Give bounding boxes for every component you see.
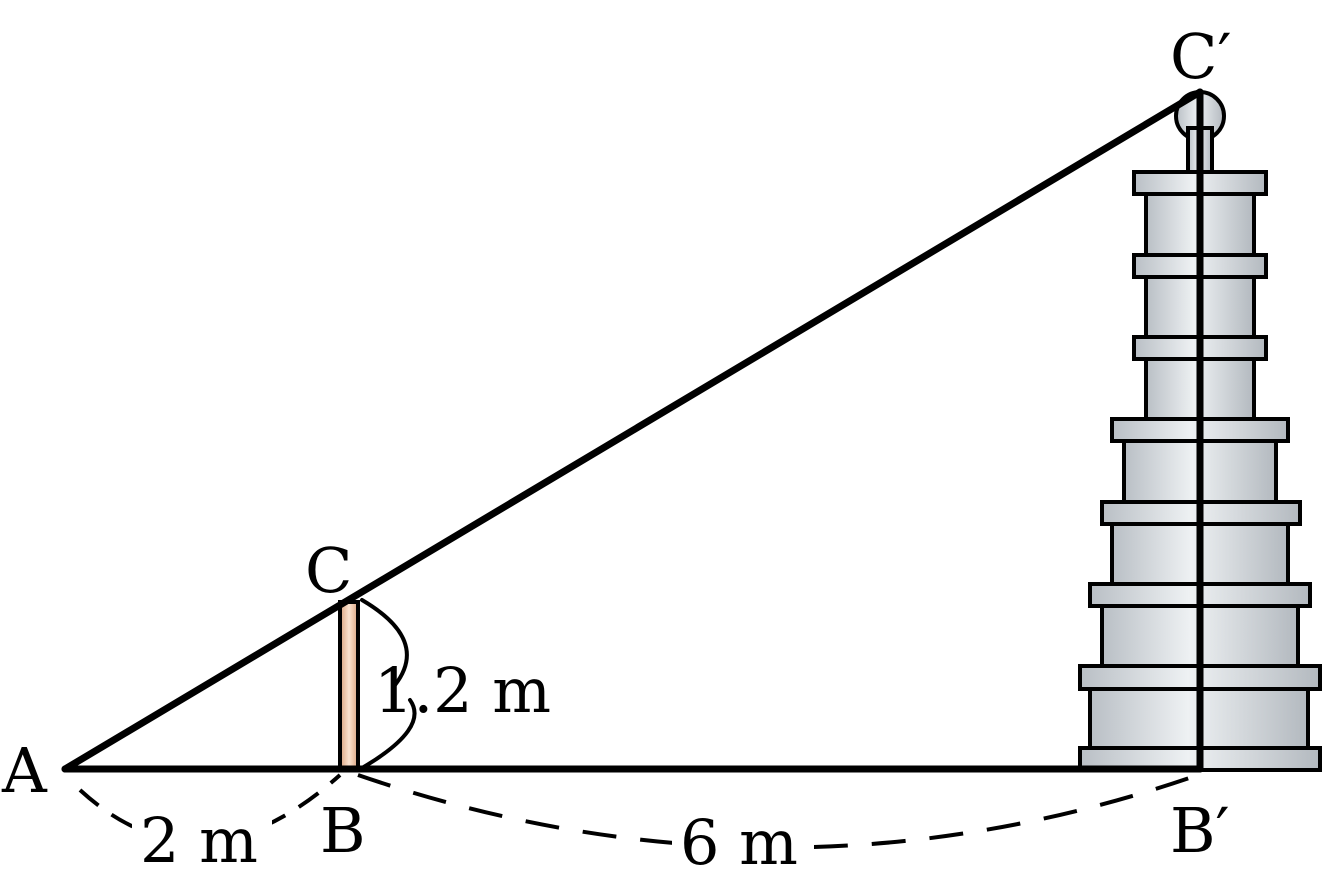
line-a-c-prime: [61, 88, 1204, 773]
label-height-bc: 1.2 m: [374, 654, 551, 727]
label-length-bb-prime: 6 m: [680, 806, 798, 879]
label-point-a: A: [1, 734, 48, 807]
triangle-lines: [61, 88, 1204, 773]
label-point-c-prime: C′: [1170, 20, 1232, 93]
label-point-b: B: [320, 794, 366, 867]
label-length-ab: 2 m: [140, 804, 258, 877]
label-bg-ab: [132, 800, 272, 872]
label-bg-bb-prime: [672, 812, 814, 878]
label-point-c: C: [305, 534, 352, 607]
brace-bc: [360, 598, 417, 770]
label-point-b-prime: B′: [1170, 794, 1230, 867]
pole-bc: [338, 600, 360, 772]
